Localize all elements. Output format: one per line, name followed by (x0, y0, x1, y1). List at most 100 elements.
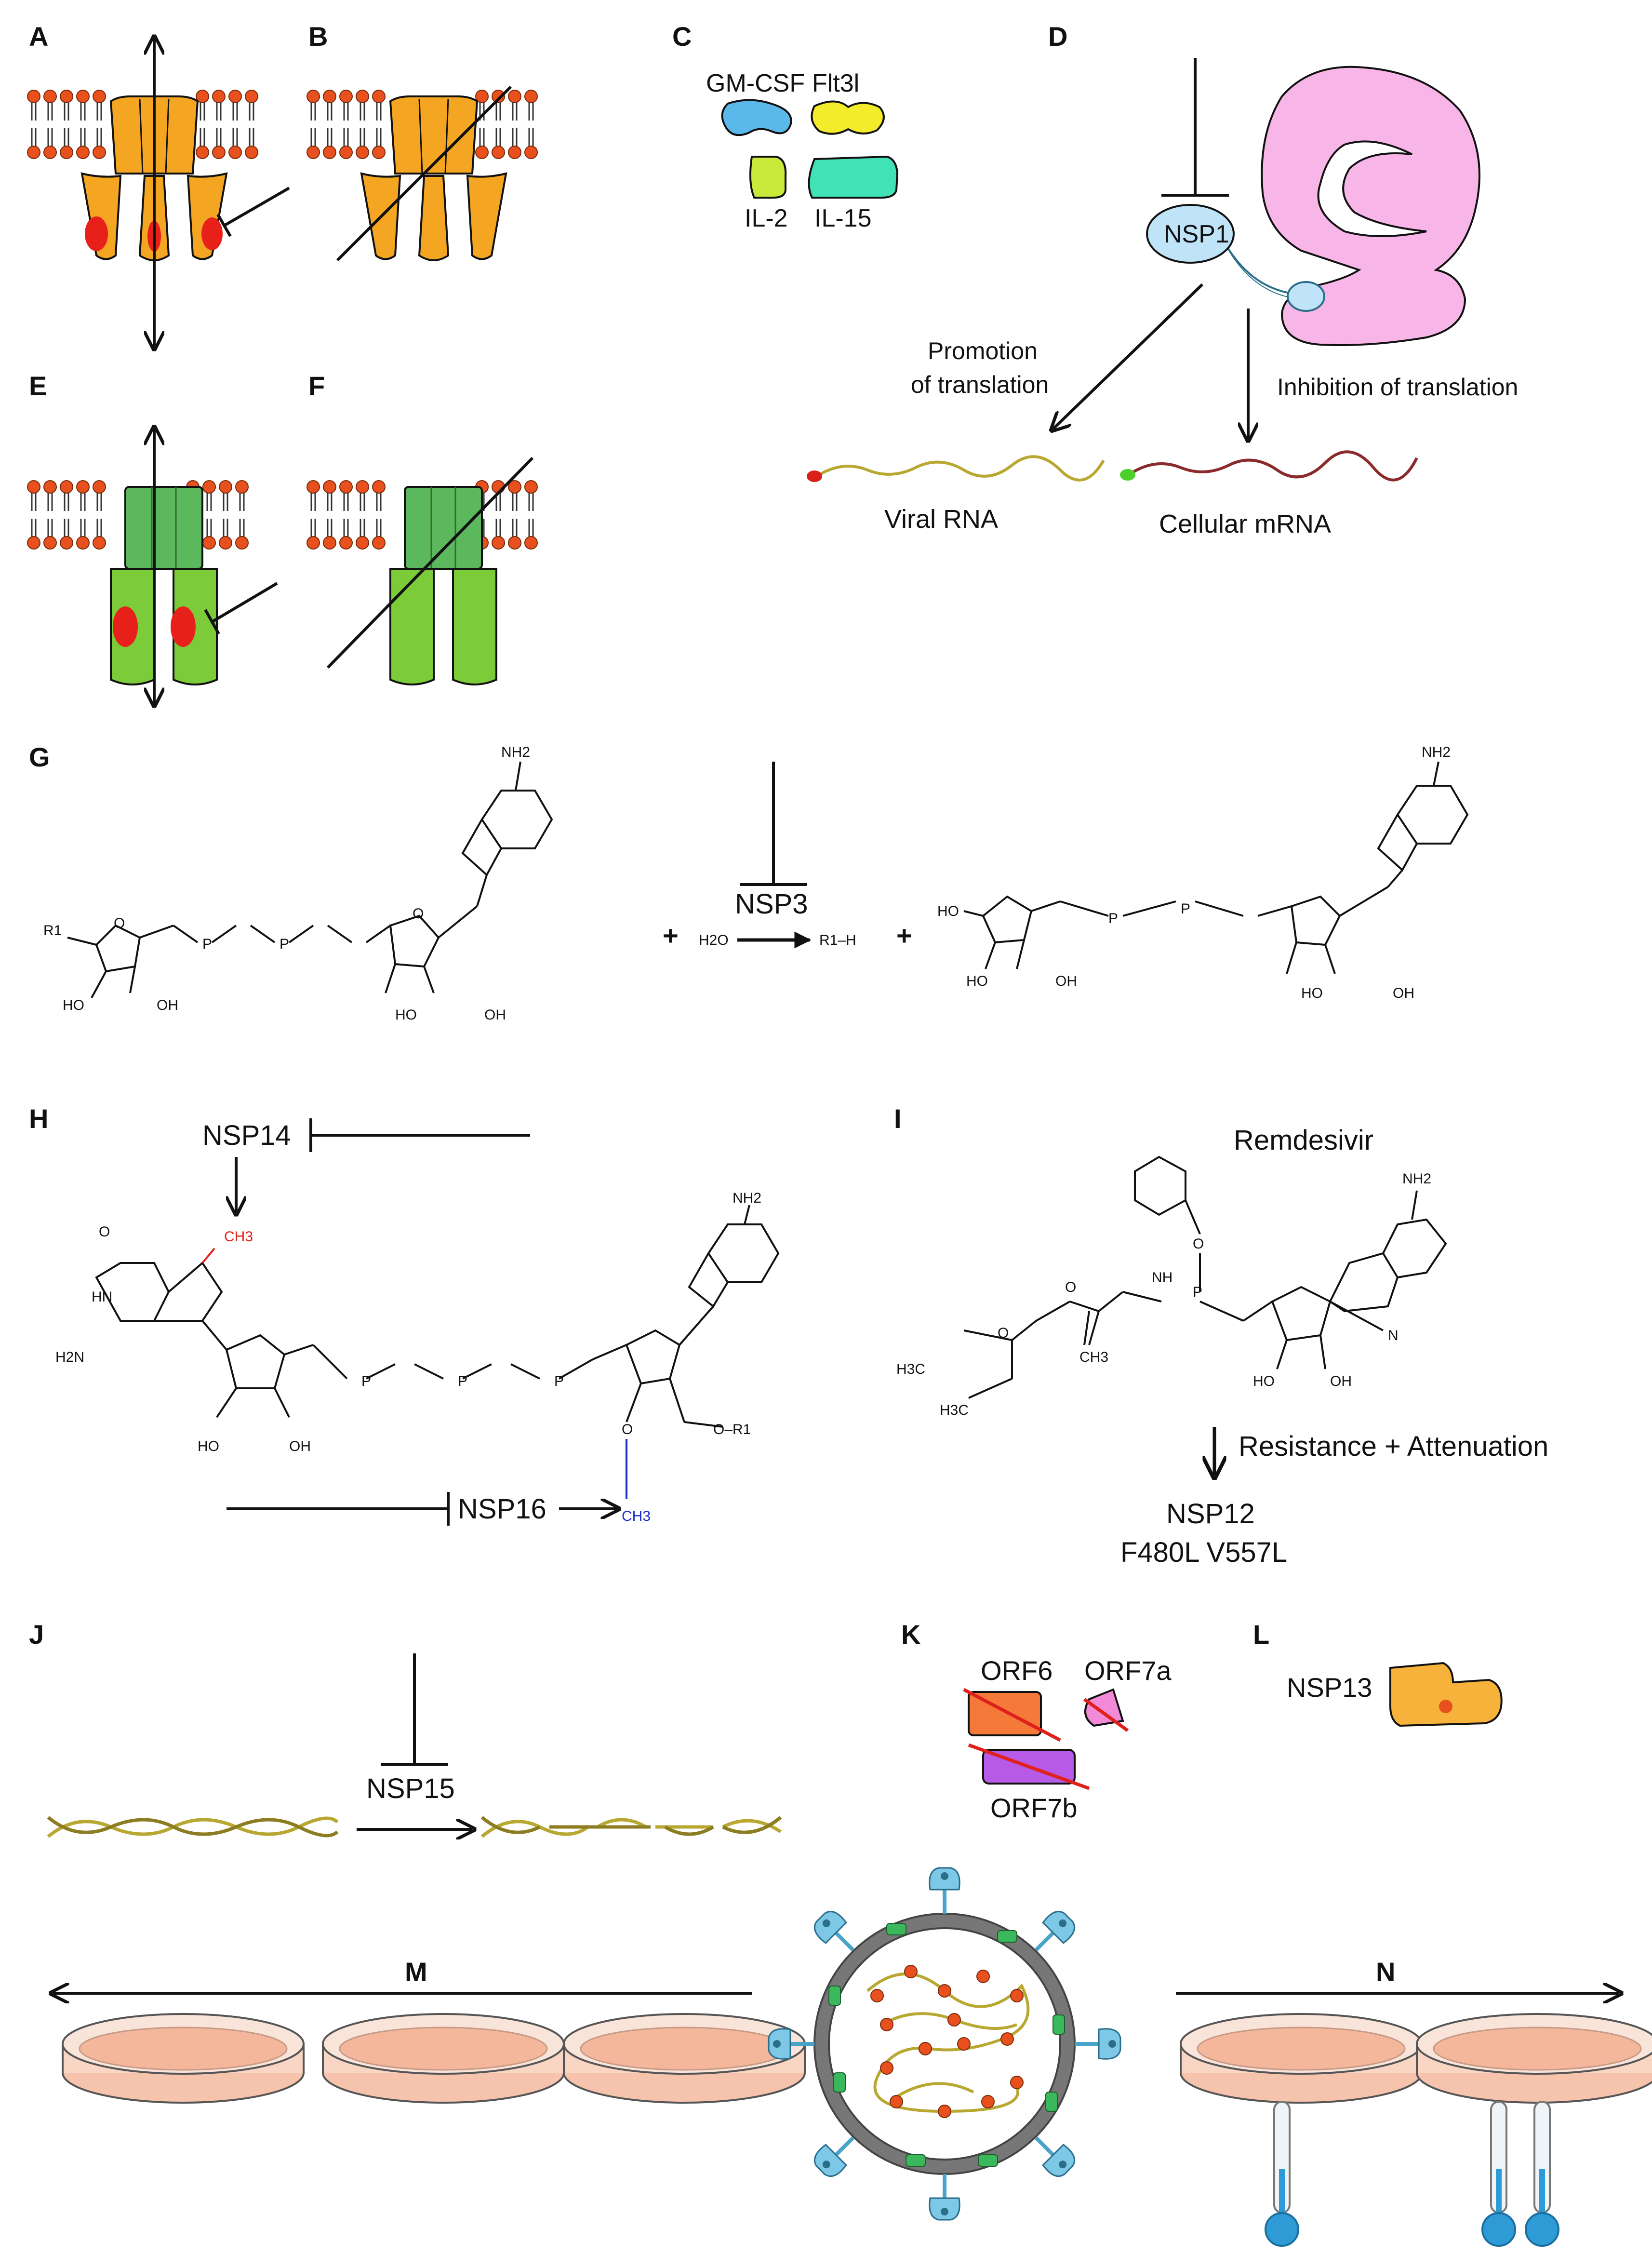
g-r1-label: R1 (43, 923, 62, 939)
svg-text:NH: NH (1152, 1270, 1172, 1286)
g-plus-2: + (896, 920, 912, 951)
il-2-label: IL-2 (745, 204, 788, 232)
panel-label-n: N (1376, 1957, 1395, 1987)
svg-text:HO: HO (1301, 985, 1323, 1001)
svg-text:HO: HO (966, 973, 988, 989)
nsp13-shape (1389, 1662, 1503, 1727)
panel-d-nsp1: NSP1 Promotion of translation Inhibition… (807, 58, 1518, 538)
h-or1-label: O–R1 (713, 1422, 751, 1437)
panel-label-a: A (29, 21, 48, 52)
svg-text:H3C: H3C (896, 1361, 925, 1377)
svg-text:OH: OH (1055, 973, 1077, 989)
petri-dish-m3 (563, 2013, 806, 2104)
svg-text:HO: HO (198, 1438, 219, 1454)
svg-text:P: P (280, 936, 289, 952)
orf7a-label: ORF7a (1084, 1655, 1172, 1686)
panel-label-g: G (29, 742, 50, 772)
thermometer-3 (1525, 2101, 1559, 2247)
cellular-mrna-strand (1132, 450, 1418, 482)
panel-label-f: F (308, 371, 325, 401)
svg-text:HO: HO (1253, 1373, 1275, 1389)
svg-text:O: O (622, 1422, 633, 1437)
thermometer-2 (1481, 2101, 1516, 2247)
petri-dish-m2 (322, 2013, 565, 2104)
panel-g-nsp3-reaction: R1 P P O O NH2 HO OH HO OH NSP3 + H2O R1… (43, 744, 1469, 1023)
panel-i-remdesivir: Remdesivir O P NH O (896, 1125, 1548, 1568)
virus-particle (769, 1868, 1120, 2220)
svg-text:P: P (554, 1373, 564, 1389)
nsp12-label: NSP12 (1166, 1498, 1255, 1530)
viral-rna-label: Viral RNA (884, 505, 998, 534)
svg-text:HO: HO (395, 1007, 417, 1023)
g-nh2-right: NH2 (1422, 744, 1451, 760)
panel-label-b: B (308, 21, 328, 52)
h-ch3-blue: CH3 (622, 1508, 651, 1524)
svg-text:P: P (1108, 911, 1118, 926)
panel-l-nsp13: NSP13 (1287, 1662, 1503, 1727)
nsp3-label: NSP3 (735, 888, 808, 920)
svg-text:HN: HN (92, 1289, 112, 1305)
remdesivir-title: Remdesivir (1234, 1125, 1373, 1156)
panel-label-d: D (1048, 21, 1067, 52)
panel-h-cap-methylation: NSP14 CH3 (55, 1118, 780, 1526)
thermometer-1 (1265, 2101, 1299, 2247)
svg-text:P: P (1181, 901, 1190, 917)
svg-text:P: P (361, 1373, 371, 1389)
promotion-line1: Promotion (928, 337, 1038, 364)
svg-text:N: N (1388, 1328, 1399, 1343)
il-15-label: IL-15 (814, 204, 872, 232)
nsp1-label: NSP1 (1164, 220, 1229, 248)
g-plus-1: + (663, 920, 679, 951)
resistance-attenuation-label: Resistance + Attenuation (1239, 1431, 1548, 1462)
panel-n-temperature (1176, 1993, 1652, 2247)
g-water: H2O (699, 932, 729, 948)
svg-text:O: O (413, 906, 424, 922)
panel-label-k: K (901, 1619, 920, 1650)
svg-text:HO: HO (937, 903, 959, 919)
panel-a-ion-channel (27, 39, 290, 347)
nsp16-label: NSP16 (458, 1493, 546, 1525)
svg-text:HO: HO (63, 997, 84, 1013)
cellular-mrna-label: Cellular mRNA (1159, 510, 1331, 538)
flt3l-shape (811, 100, 885, 135)
svg-text:O: O (99, 1224, 110, 1240)
orf7a-shape (1084, 1688, 1124, 1727)
petri-dish-n1 (1180, 2013, 1423, 2104)
nsp13-label: NSP13 (1287, 1672, 1372, 1703)
panel-label-i: I (894, 1103, 902, 1134)
svg-text:O: O (998, 1325, 1009, 1341)
svg-text:CH3: CH3 (1079, 1349, 1108, 1365)
svg-text:NH2: NH2 (1402, 1171, 1431, 1187)
g-nh2-left: NH2 (501, 744, 530, 760)
svg-text:OH: OH (484, 1007, 506, 1023)
svg-text:P: P (458, 1373, 467, 1389)
viral-rna-strand (818, 455, 1105, 482)
inhibition-label: Inhibition of translation (1277, 374, 1518, 401)
nsp15-label: NSP15 (366, 1773, 455, 1804)
svg-text:H3C: H3C (940, 1402, 969, 1418)
svg-text:O: O (1065, 1279, 1076, 1295)
nsp14-label: NSP14 (202, 1120, 291, 1151)
orf6-label: ORF6 (981, 1655, 1052, 1686)
svg-text:O: O (1193, 1236, 1204, 1252)
panel-e-ion-channel (27, 429, 278, 704)
mutations-label: F480L V557L (1120, 1537, 1287, 1568)
svg-text:OH: OH (157, 997, 178, 1013)
panel-k-orf-deletions: ORF6 ORF7a ORF7b (963, 1655, 1172, 1823)
gm-csf-label: GM-CSF (706, 69, 805, 97)
panel-b-ion-channel-blocked (307, 85, 537, 262)
promotion-line2: of translation (911, 371, 1049, 398)
petri-dish-m1 (62, 2013, 305, 2104)
svg-text:OH: OH (1330, 1373, 1352, 1389)
panel-m-passaging (53, 1993, 806, 2104)
panel-j-nsp15: NSP15 (47, 1653, 782, 1837)
panel-label-c: C (672, 21, 692, 52)
nsp1-shape (1146, 204, 1235, 264)
g-product: R1–H (819, 932, 856, 948)
h-ch3-red: CH3 (224, 1229, 253, 1245)
svg-text:OH: OH (1393, 985, 1414, 1001)
panel-label-e: E (29, 371, 47, 401)
svg-text:H2N: H2N (55, 1349, 84, 1365)
panel-c-cytokines: GM-CSF Flt3l IL-2 IL-15 (706, 69, 899, 232)
